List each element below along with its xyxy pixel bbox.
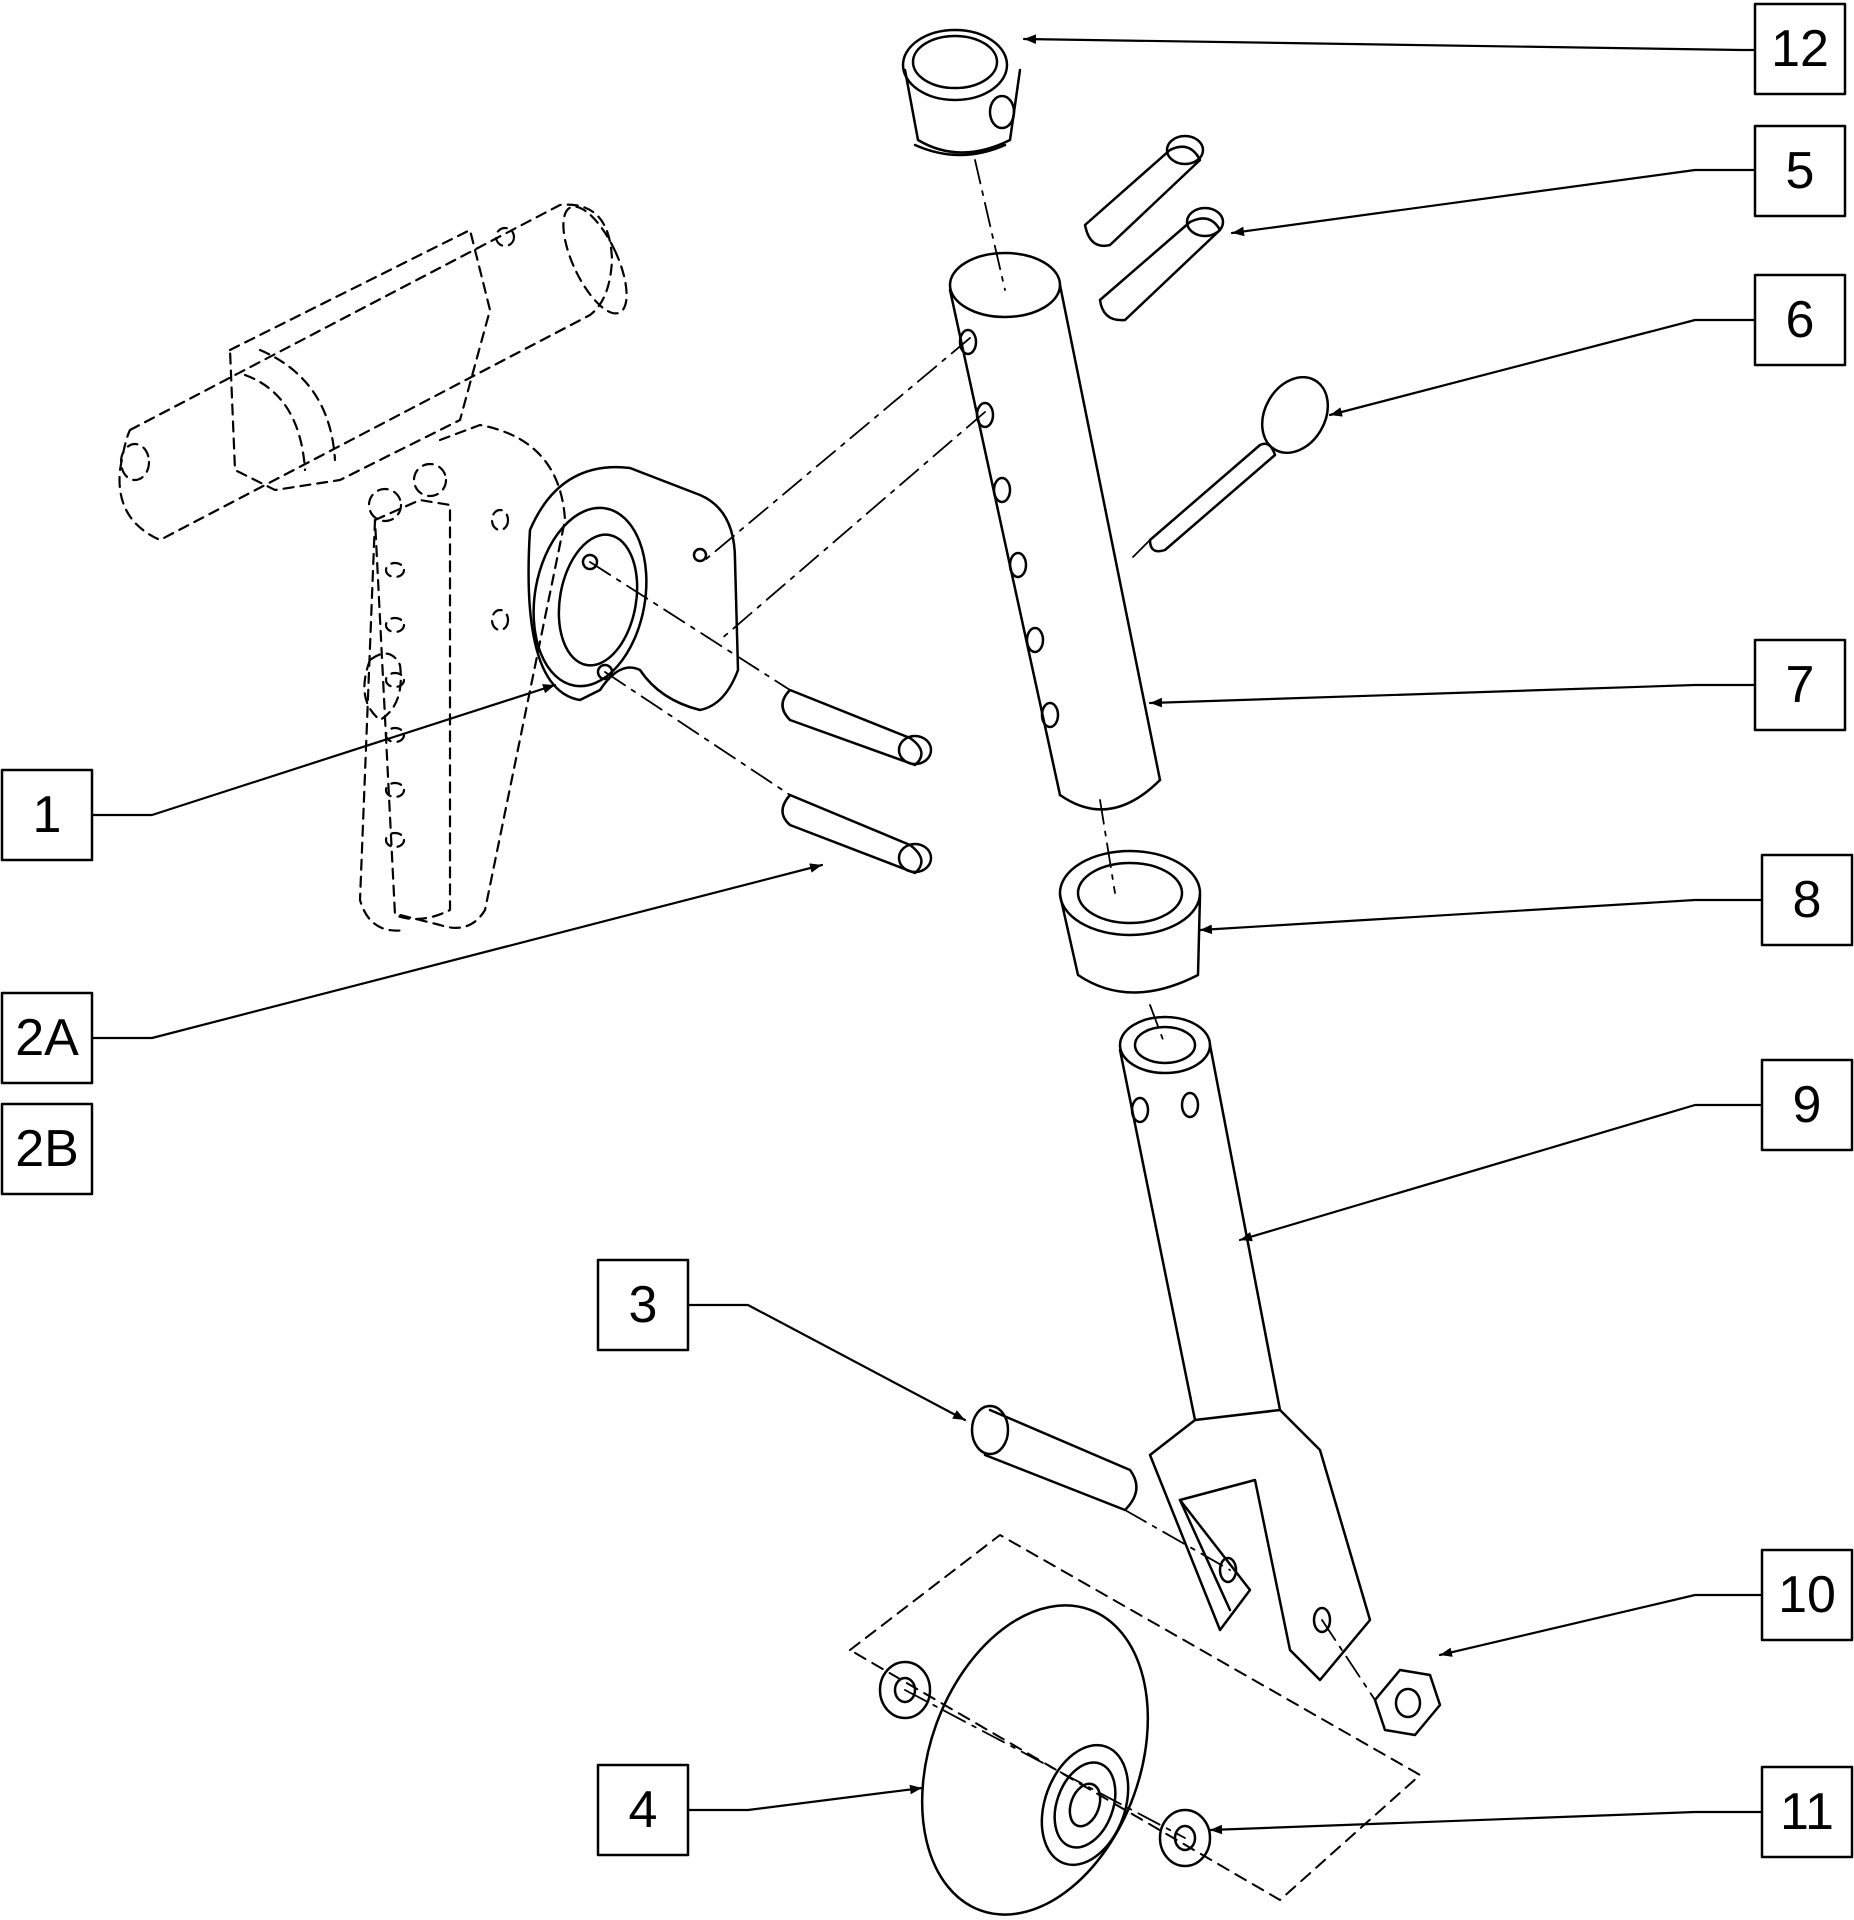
callout-9: 9 xyxy=(1793,1076,1822,1134)
callout-2A: 2A xyxy=(15,1009,79,1067)
caster-wheel-part xyxy=(849,1534,1421,1916)
callout-6: 6 xyxy=(1786,291,1815,349)
callout-5: 5 xyxy=(1786,142,1815,200)
callout-4: 4 xyxy=(629,1781,658,1839)
axle-bolt-part xyxy=(970,1404,1138,1512)
top-cap-part xyxy=(901,28,1022,157)
callout-8: 8 xyxy=(1793,871,1822,929)
callout-12: 12 xyxy=(1771,20,1829,78)
assembly-centerlines xyxy=(589,159,1376,1839)
callout-3: 3 xyxy=(629,1276,658,1334)
callout-11: 11 xyxy=(1780,1783,1834,1841)
bushing-part xyxy=(1058,849,1202,994)
callout-2B: 2B xyxy=(15,1120,79,1178)
leader-lines xyxy=(90,34,1764,1835)
callout-10: 10 xyxy=(1778,1566,1836,1624)
screws-part xyxy=(1083,134,1225,322)
upper-tube-part xyxy=(948,251,1162,811)
nut-part xyxy=(1373,1668,1442,1737)
washers-part xyxy=(878,1660,1212,1868)
callout-boxes xyxy=(0,2,1854,1859)
phantom-frame-assembly xyxy=(118,203,628,932)
fork-stem-part xyxy=(1118,1015,1372,1682)
caster-housing-part xyxy=(527,465,740,712)
housing-bolts-part xyxy=(781,688,933,875)
callout-7: 7 xyxy=(1786,656,1815,714)
callout-1: 1 xyxy=(33,786,62,844)
pull-pin-part xyxy=(1148,376,1330,553)
